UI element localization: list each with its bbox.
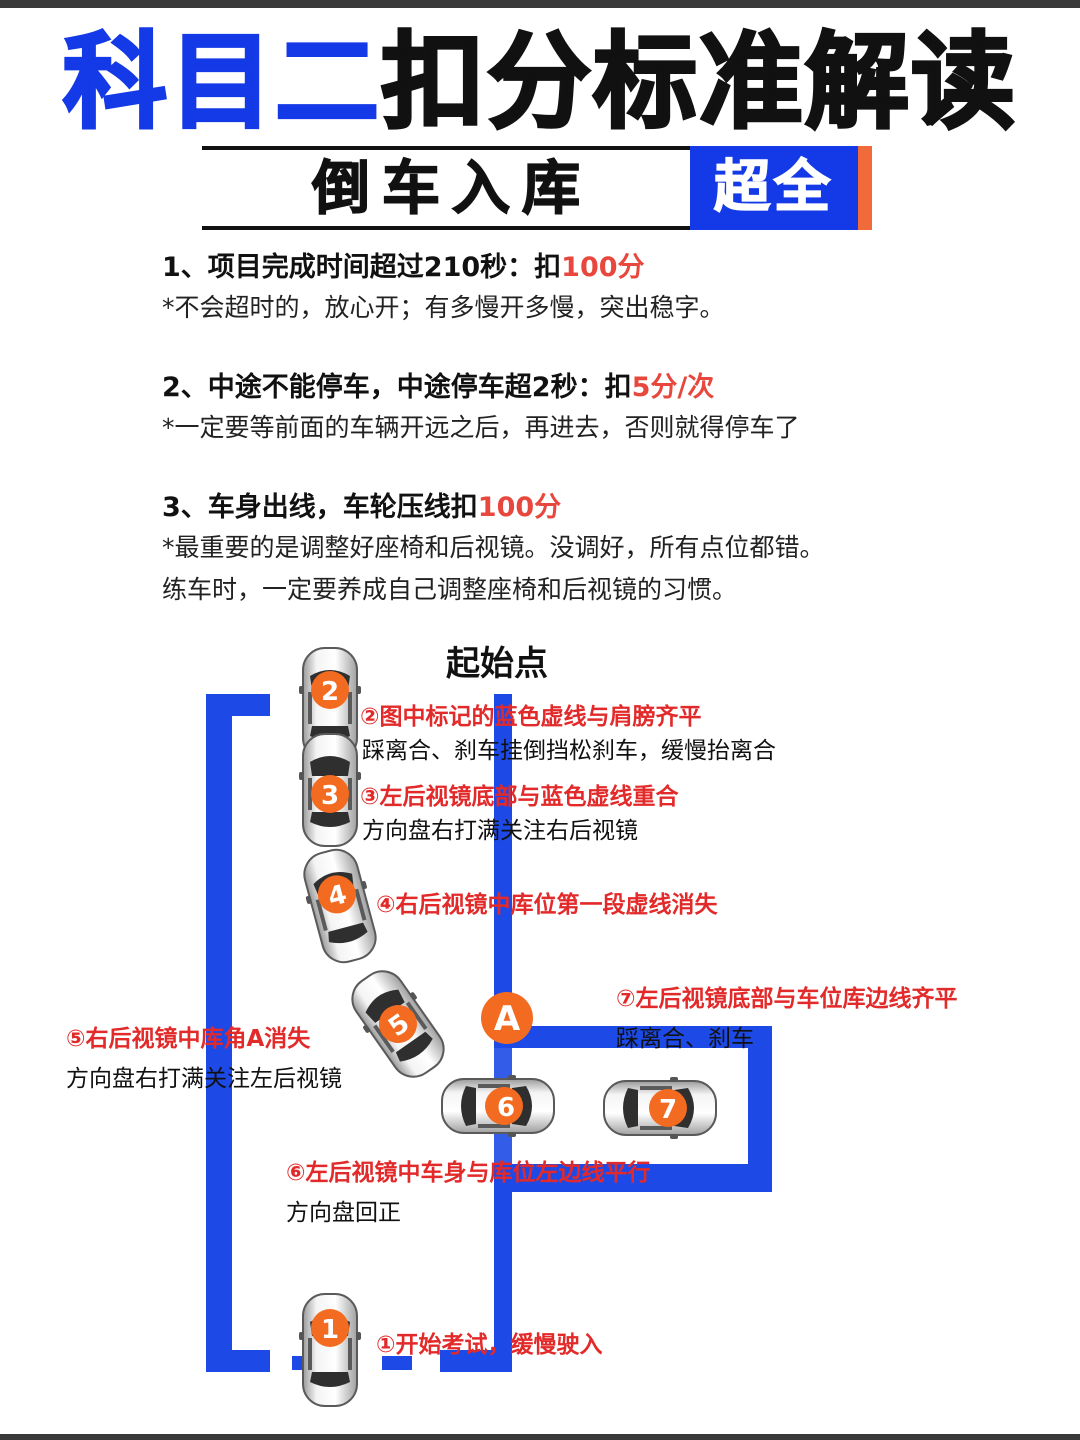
- rule-1-penalty: 100分: [561, 252, 645, 283]
- rule-2-heading: 2、中途不能停车，中途停车超2秒：扣5分/次: [162, 370, 800, 406]
- subtitle-badge: 超全: [690, 146, 858, 230]
- car-5: 5: [339, 959, 457, 1089]
- car-7: [603, 1076, 717, 1140]
- top-border: [0, 0, 1080, 8]
- rule-2-penalty: 5分/次: [631, 372, 715, 403]
- rule-1-heading: 1、项目完成时间超过210秒：扣100分: [162, 250, 725, 286]
- rule-3-note-2: 练车时，一定要养成自己调整座椅和后视镜的习惯。: [162, 575, 738, 604]
- main-title-topic: 扣分标准解读: [379, 21, 1018, 144]
- bottom-border: [0, 1434, 1080, 1440]
- step-5-title: ⑤右后视镜中库角A消失: [66, 1026, 311, 1052]
- car-3-number: 3: [321, 781, 339, 811]
- step-3-desc: 方向盘右打满关注右后视镜: [362, 818, 638, 844]
- rule-1-heading-text: 1、项目完成时间超过210秒：扣: [162, 252, 562, 283]
- rule-3-heading-text: 3、车身出线，车轮压线扣: [162, 492, 478, 523]
- car-7-number: 7: [659, 1095, 677, 1125]
- step-5-desc: 方向盘右打满关注左后视镜: [66, 1066, 342, 1092]
- subtitle-rule-top: [202, 146, 690, 150]
- step-7-title: ⑦左后视镜底部与车位库边线齐平: [616, 986, 958, 1012]
- car-6-number: 6: [497, 1093, 515, 1123]
- main-title: 科目二扣分标准解读: [0, 21, 1080, 144]
- rule-3: 3、车身出线，车轮压线扣100分 *最重要的是调整好座椅和后视镜。没调好，所有点…: [162, 490, 825, 610]
- step-6-desc: 方向盘回正: [286, 1200, 401, 1226]
- subtitle-badge-text: 超全: [713, 154, 834, 221]
- corner-a-text: A: [494, 999, 521, 1039]
- step-3-title: ③左后视镜底部与蓝色虚线重合: [360, 784, 679, 810]
- car-2-number: 2: [321, 677, 339, 707]
- rule-1-note: *不会超时的，放心开；有多慢开多慢，突出稳字。: [162, 293, 725, 322]
- rule-1: 1、项目完成时间超过210秒：扣100分 *不会超时的，放心开；有多慢开多慢，突…: [162, 250, 725, 328]
- step-2-desc: 踩离合、刹车挂倒挡松刹车，缓慢抬离合: [362, 738, 776, 764]
- car-3: 3: [298, 733, 362, 847]
- subtitle-bar: 倒车入库 超全: [202, 146, 872, 230]
- start-point-label: 起始点: [446, 644, 548, 684]
- rule-2: 2、中途不能停车，中途停车超2秒：扣5分/次 *一定要等前面的车辆开远之后，再进…: [162, 370, 800, 448]
- rule-2-note: *一定要等前面的车辆开远之后，再进去，否则就得停车了: [162, 413, 800, 442]
- step-2-title: ②图中标记的蓝色虚线与肩膀齐平: [360, 704, 702, 730]
- main-title-subject: 科目二: [61, 21, 381, 144]
- car-1: 1: [298, 1293, 362, 1407]
- subtitle-rule-bottom: [202, 226, 690, 230]
- rule-3-penalty: 100分: [477, 492, 562, 523]
- rule-2-heading-text: 2、中途不能停车，中途停车超2秒：扣: [162, 372, 632, 403]
- car-4: 4: [294, 842, 386, 970]
- corner-a-marker: A: [481, 992, 533, 1044]
- step-6-title: ⑥左后视镜中车身与库位左边线平行: [286, 1160, 651, 1186]
- subtitle-text: 倒车入库: [311, 153, 593, 223]
- rule-3-heading: 3、车身出线，车轮压线扣100分: [162, 490, 825, 526]
- car-2: 2: [298, 647, 362, 761]
- car-1-number: 1: [321, 1315, 339, 1345]
- parking-diagram: A 2 3 4 5 6 7 1: [206, 647, 772, 1407]
- step-7-desc: 踩离合、刹车: [616, 1026, 754, 1052]
- rule-3-note-1: *最重要的是调整好座椅和后视镜。没调好，所有点位都错。: [162, 533, 825, 562]
- car-6: [441, 1074, 555, 1138]
- subtitle-accent: [858, 146, 872, 230]
- step-4-title: ④右后视镜中库位第一段虚线消失: [376, 892, 718, 918]
- step-1-title: ①开始考试，缓慢驶入: [376, 1332, 603, 1358]
